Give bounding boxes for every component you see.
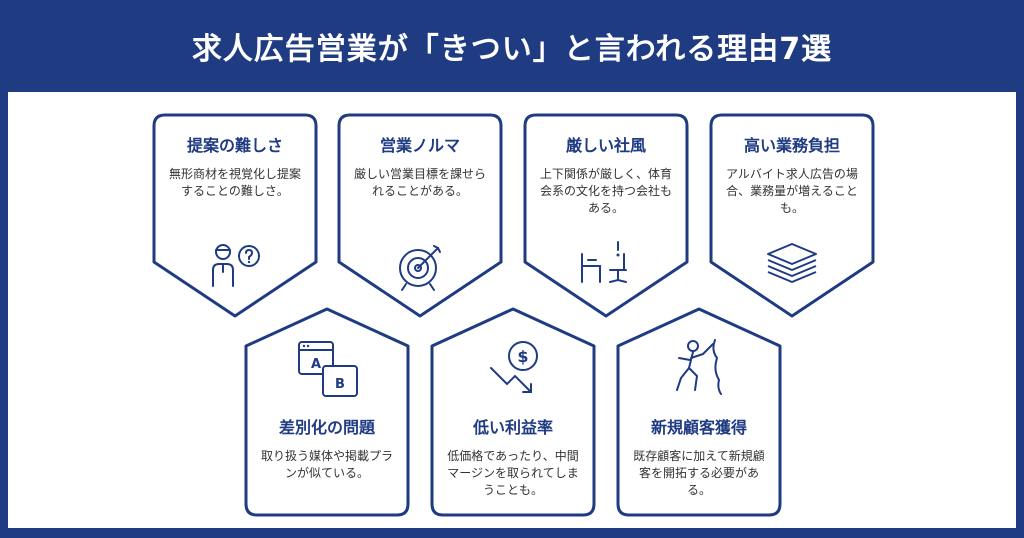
card-description: 取り扱う媒体や掲載プランが似ている。 xyxy=(260,449,393,480)
card-shape xyxy=(337,113,503,318)
card-title: 新規顧客獲得 xyxy=(650,418,747,437)
card-shape xyxy=(709,113,875,318)
icon-letter-b: B xyxy=(335,377,345,392)
page-title: 求人広告営業が「きつい」と言われる理由7選 xyxy=(191,32,833,67)
icon-letter-a: A xyxy=(311,357,321,372)
stack-layers-icon xyxy=(767,243,817,283)
card-shape xyxy=(244,307,410,517)
card-title: 低い利益率 xyxy=(472,418,553,437)
card-title: 高い業務負担 xyxy=(743,136,840,155)
header: 求人広告営業が「きつい」と言われる理由7選 xyxy=(0,0,1024,92)
reason-card-quota: 営業ノルマ 厳しい営業目標を課せられることがある。 xyxy=(336,112,504,320)
card-description: 無形商材を視覚化し提案することの難しさ。 xyxy=(168,167,301,198)
card-shape xyxy=(616,307,782,517)
reason-card-differentiation: A B 差別化の問題 取り扱う媒体や掲載プランが似ている。 xyxy=(243,306,411,518)
card-description: アルバイト求人広告の場合、業務量が増えることも。 xyxy=(726,167,858,215)
card-shape xyxy=(152,113,318,318)
card-shape xyxy=(430,307,596,517)
reason-card-proposal: 提案の難しさ 無形商材を視覚化し提案することの難しさ。 xyxy=(151,112,319,320)
target-arrow-icon xyxy=(399,245,441,291)
card-shape xyxy=(523,113,689,318)
reason-card-new-clients: 新規顧客獲得 既存顧客に加えて新規顧客を開拓する必要がある。 xyxy=(615,306,783,518)
card-description: 厳しい営業目標を課せられることがある。 xyxy=(353,167,486,198)
card-description: 低価格であったり、中間マージンを取られてしまうことも。 xyxy=(447,449,579,497)
reason-card-margin: $ 低い利益率 低価格であったり、中間マージンを取られてしまうことも。 xyxy=(429,306,597,518)
reason-card-culture: 厳しい社風 上下関係が厳しく、体育会系の文化を持つ会社もある。 xyxy=(522,112,690,320)
content-panel: 提案の難しさ 無形商材を視覚化し提案することの難しさ。 営業ノルマ 厳しい営業目… xyxy=(8,92,1016,528)
dollar-symbol: $ xyxy=(517,347,528,366)
card-title: 提案の難しさ xyxy=(186,136,283,155)
climber-icon xyxy=(676,339,722,395)
card-description: 既存顧客に加えて新規顧客を開拓する必要がある。 xyxy=(633,449,765,497)
desk-chair-icon xyxy=(581,241,627,283)
person-question-icon xyxy=(212,244,260,287)
reason-card-workload: 高い業務負担 アルバイト求人広告の場合、業務量が増えることも。 xyxy=(708,112,876,320)
card-title: 厳しい社風 xyxy=(565,136,646,155)
card-title: 差別化の問題 xyxy=(278,418,375,437)
dollar-down-icon: $ xyxy=(490,341,538,393)
ab-window-icon: A B xyxy=(298,341,358,397)
card-title: 営業ノルマ xyxy=(379,136,460,155)
card-description: 上下関係が厳しく、体育会系の文化を持つ会社もある。 xyxy=(539,167,672,215)
